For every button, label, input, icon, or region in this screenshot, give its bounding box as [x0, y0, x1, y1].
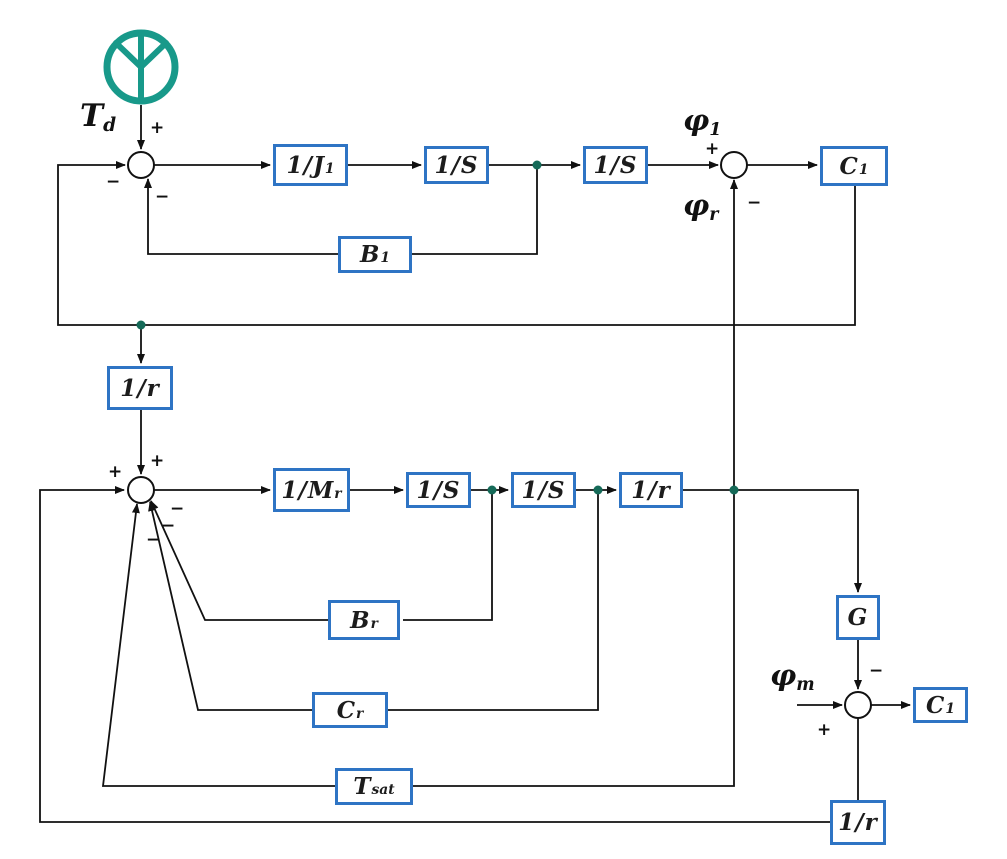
- label-td: Td: [80, 98, 117, 137]
- node-feedback-branch: [136, 320, 146, 330]
- block-1-over-r-mid: 1/r: [619, 472, 683, 508]
- sign-sum3-left-plus: +: [108, 462, 123, 482]
- junction-nodes: [136, 160, 739, 495]
- label-phir: φr: [683, 188, 719, 225]
- block-integrator-3: 1/S: [406, 472, 471, 508]
- line-c1-feedback-to-sum1: [57, 161, 856, 326]
- sum1-junction: [127, 151, 155, 179]
- block-integrator-1: 1/S: [424, 146, 489, 184]
- sign-sum2-left-plus: +: [705, 139, 720, 159]
- block-g: G: [836, 595, 880, 640]
- line-tap-to-tsat: [413, 490, 735, 787]
- line-b1-to-sum1: [144, 178, 338, 255]
- line-br-to-sum3: [150, 500, 328, 621]
- sign-sum3-cr-minus: −: [161, 516, 176, 536]
- block-1-over-r-top: 1/r: [107, 366, 173, 410]
- sum4-junction: [844, 691, 872, 719]
- sign-sum3-tsat-minus: −: [146, 530, 161, 550]
- sum2-junction: [720, 151, 748, 179]
- summing-junctions: [127, 151, 872, 719]
- node-phir-branch: [729, 485, 739, 495]
- sign-sum1-left-minus: −: [106, 172, 121, 192]
- sign-sum4-left-plus: +: [817, 720, 832, 740]
- label-phim: φm: [770, 658, 815, 695]
- signal-lines: [39, 105, 911, 823]
- line-cr-to-sum3: [148, 501, 312, 711]
- sign-sum3-top-plus: +: [150, 451, 165, 471]
- sign-sum4-top-minus: −: [869, 661, 884, 681]
- node-after-integrator1: [532, 160, 542, 170]
- line-tsat-to-sum3: [101, 503, 335, 787]
- torque-source-icon: [103, 29, 179, 105]
- block-integrator-4: 1/S: [511, 472, 576, 508]
- label-phi1: φ1: [683, 103, 722, 140]
- sign-sum2-bottom-minus: −: [747, 193, 762, 213]
- line-tap-to-cr: [388, 490, 599, 711]
- line-rbot-feedback-to-sum3: [39, 486, 830, 823]
- line-rmid-to-g: [683, 489, 862, 593]
- block-1-over-r-bottom: 1/r: [830, 800, 886, 845]
- sign-sum1-top-plus: +: [150, 118, 165, 138]
- line-tap-to-br: [403, 490, 493, 621]
- node-after-integrator4: [593, 485, 603, 495]
- sign-sum3-br-minus: −: [170, 499, 185, 519]
- block-integrator-2: 1/S: [583, 146, 648, 184]
- node-after-integrator3: [487, 485, 497, 495]
- line-tap-to-b1: [412, 165, 538, 255]
- sign-sum1-bottom-minus: −: [155, 187, 170, 207]
- sum3-junction: [127, 476, 155, 504]
